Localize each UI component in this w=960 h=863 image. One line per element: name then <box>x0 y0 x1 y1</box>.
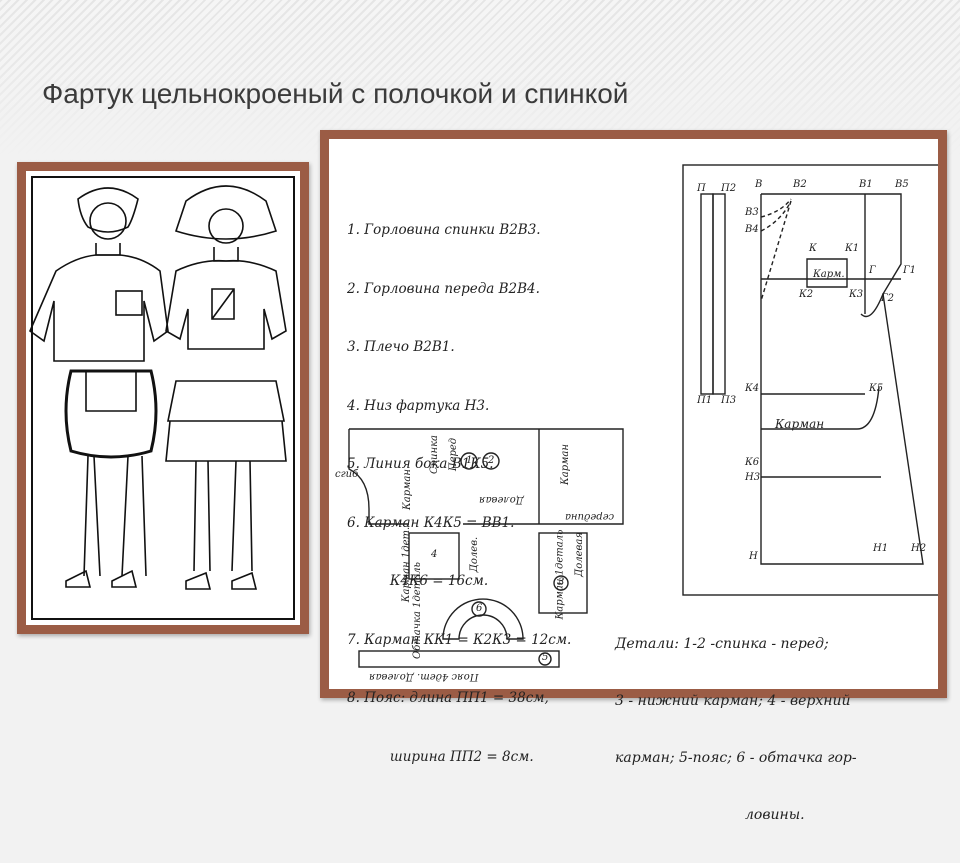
point-label: Г2 <box>881 293 894 304</box>
layout-label: Обтачка 1деталь <box>411 562 423 659</box>
layout-label: 1 <box>466 455 473 466</box>
layout-label: Спинка <box>429 434 441 475</box>
layout-label: середина <box>565 511 615 522</box>
layout-label: Долевая <box>573 532 585 577</box>
point-label: Н3 <box>745 472 761 483</box>
pattern-frame: 1. Горловина спинки В2В3. 2. Горловина п… <box>320 130 947 823</box>
point-label: В5 <box>895 179 909 190</box>
instruction-line: 2. Горловина переда В2В4. <box>347 280 540 297</box>
apron-figures-illustration <box>29 176 295 620</box>
layout-label: 5 <box>542 652 549 663</box>
point-label: П1 <box>697 395 713 406</box>
point-label: К1 <box>845 243 860 254</box>
layout-label: 2 <box>488 455 495 466</box>
point-label: В1 <box>859 179 873 190</box>
point-label: Н2 <box>911 543 927 554</box>
instruction-line: 4. Низ фартука Н3. <box>347 397 490 414</box>
details-line: карман; 5-пояс; 6 - обтачка гор- <box>615 750 857 766</box>
instruction-line: 8. Пояс: длина ПП1 = 38см, <box>347 690 549 706</box>
details-line: Детали: 1-2 -спинка - перед; <box>615 636 829 652</box>
instruction-line: ширина ПП2 = 8см. <box>347 748 534 765</box>
layout-label: Долевая <box>479 494 524 505</box>
instruction-line: 1. Горловина спинки В2В3. <box>347 222 541 238</box>
layout-label: Долев. <box>469 536 481 573</box>
instruction-line: 3. Плечо В2В1. <box>347 339 455 355</box>
layout-label: Карман 1деталь <box>554 529 566 620</box>
construction-instructions: 1. Горловина спинки В2В3. 2. Горловина п… <box>347 182 571 806</box>
layout-label: Карман 1дет. <box>401 526 413 603</box>
slide-title: Фартук цельнокроеный с полочкой и спинко… <box>42 78 629 109</box>
point-label: П3 <box>721 395 737 406</box>
point-label: П2 <box>721 183 737 194</box>
fabric-layout-drawing <box>348 428 624 668</box>
illustration-frame <box>17 162 309 634</box>
point-label: Г <box>869 265 876 276</box>
instruction-line: 6. Карман К4К5 = ВВ1. <box>347 514 515 531</box>
instruction-line: К4К6 = 16см. <box>347 573 489 589</box>
point-label: К5 <box>869 383 884 394</box>
layout-label: 6 <box>476 603 483 614</box>
layout-label: 4 <box>431 549 438 560</box>
point-label: Г1 <box>903 265 916 276</box>
point-label: К4 <box>745 383 760 394</box>
details-line: 3 - нижний карман; 4 - верхний <box>615 693 851 709</box>
layout-label: сгиб <box>335 469 359 480</box>
point-label: К2 <box>799 289 814 300</box>
point-label: Карм. <box>813 269 845 280</box>
point-label: В <box>755 179 763 190</box>
details-line: ловины. <box>745 807 805 823</box>
point-label: Н <box>749 551 758 562</box>
point-label: В2 <box>793 179 807 190</box>
pattern-drawing <box>682 164 938 596</box>
layout-label: 3 <box>558 577 565 588</box>
point-label: В4 <box>745 224 759 235</box>
layout-label: Карман <box>401 469 413 510</box>
point-label: В3 <box>745 207 759 218</box>
layout-label: Пояс 4дет. Долевая <box>369 671 479 682</box>
point-label: Карман <box>775 417 825 431</box>
layout-label: Перед <box>448 437 460 472</box>
point-label: К <box>809 243 817 254</box>
point-label: Н1 <box>873 543 889 554</box>
decorative-stripes <box>0 0 960 160</box>
layout-label: Карман <box>559 444 571 485</box>
point-label: К6 <box>745 457 760 468</box>
point-label: К3 <box>849 289 864 300</box>
point-label: П <box>697 183 706 194</box>
